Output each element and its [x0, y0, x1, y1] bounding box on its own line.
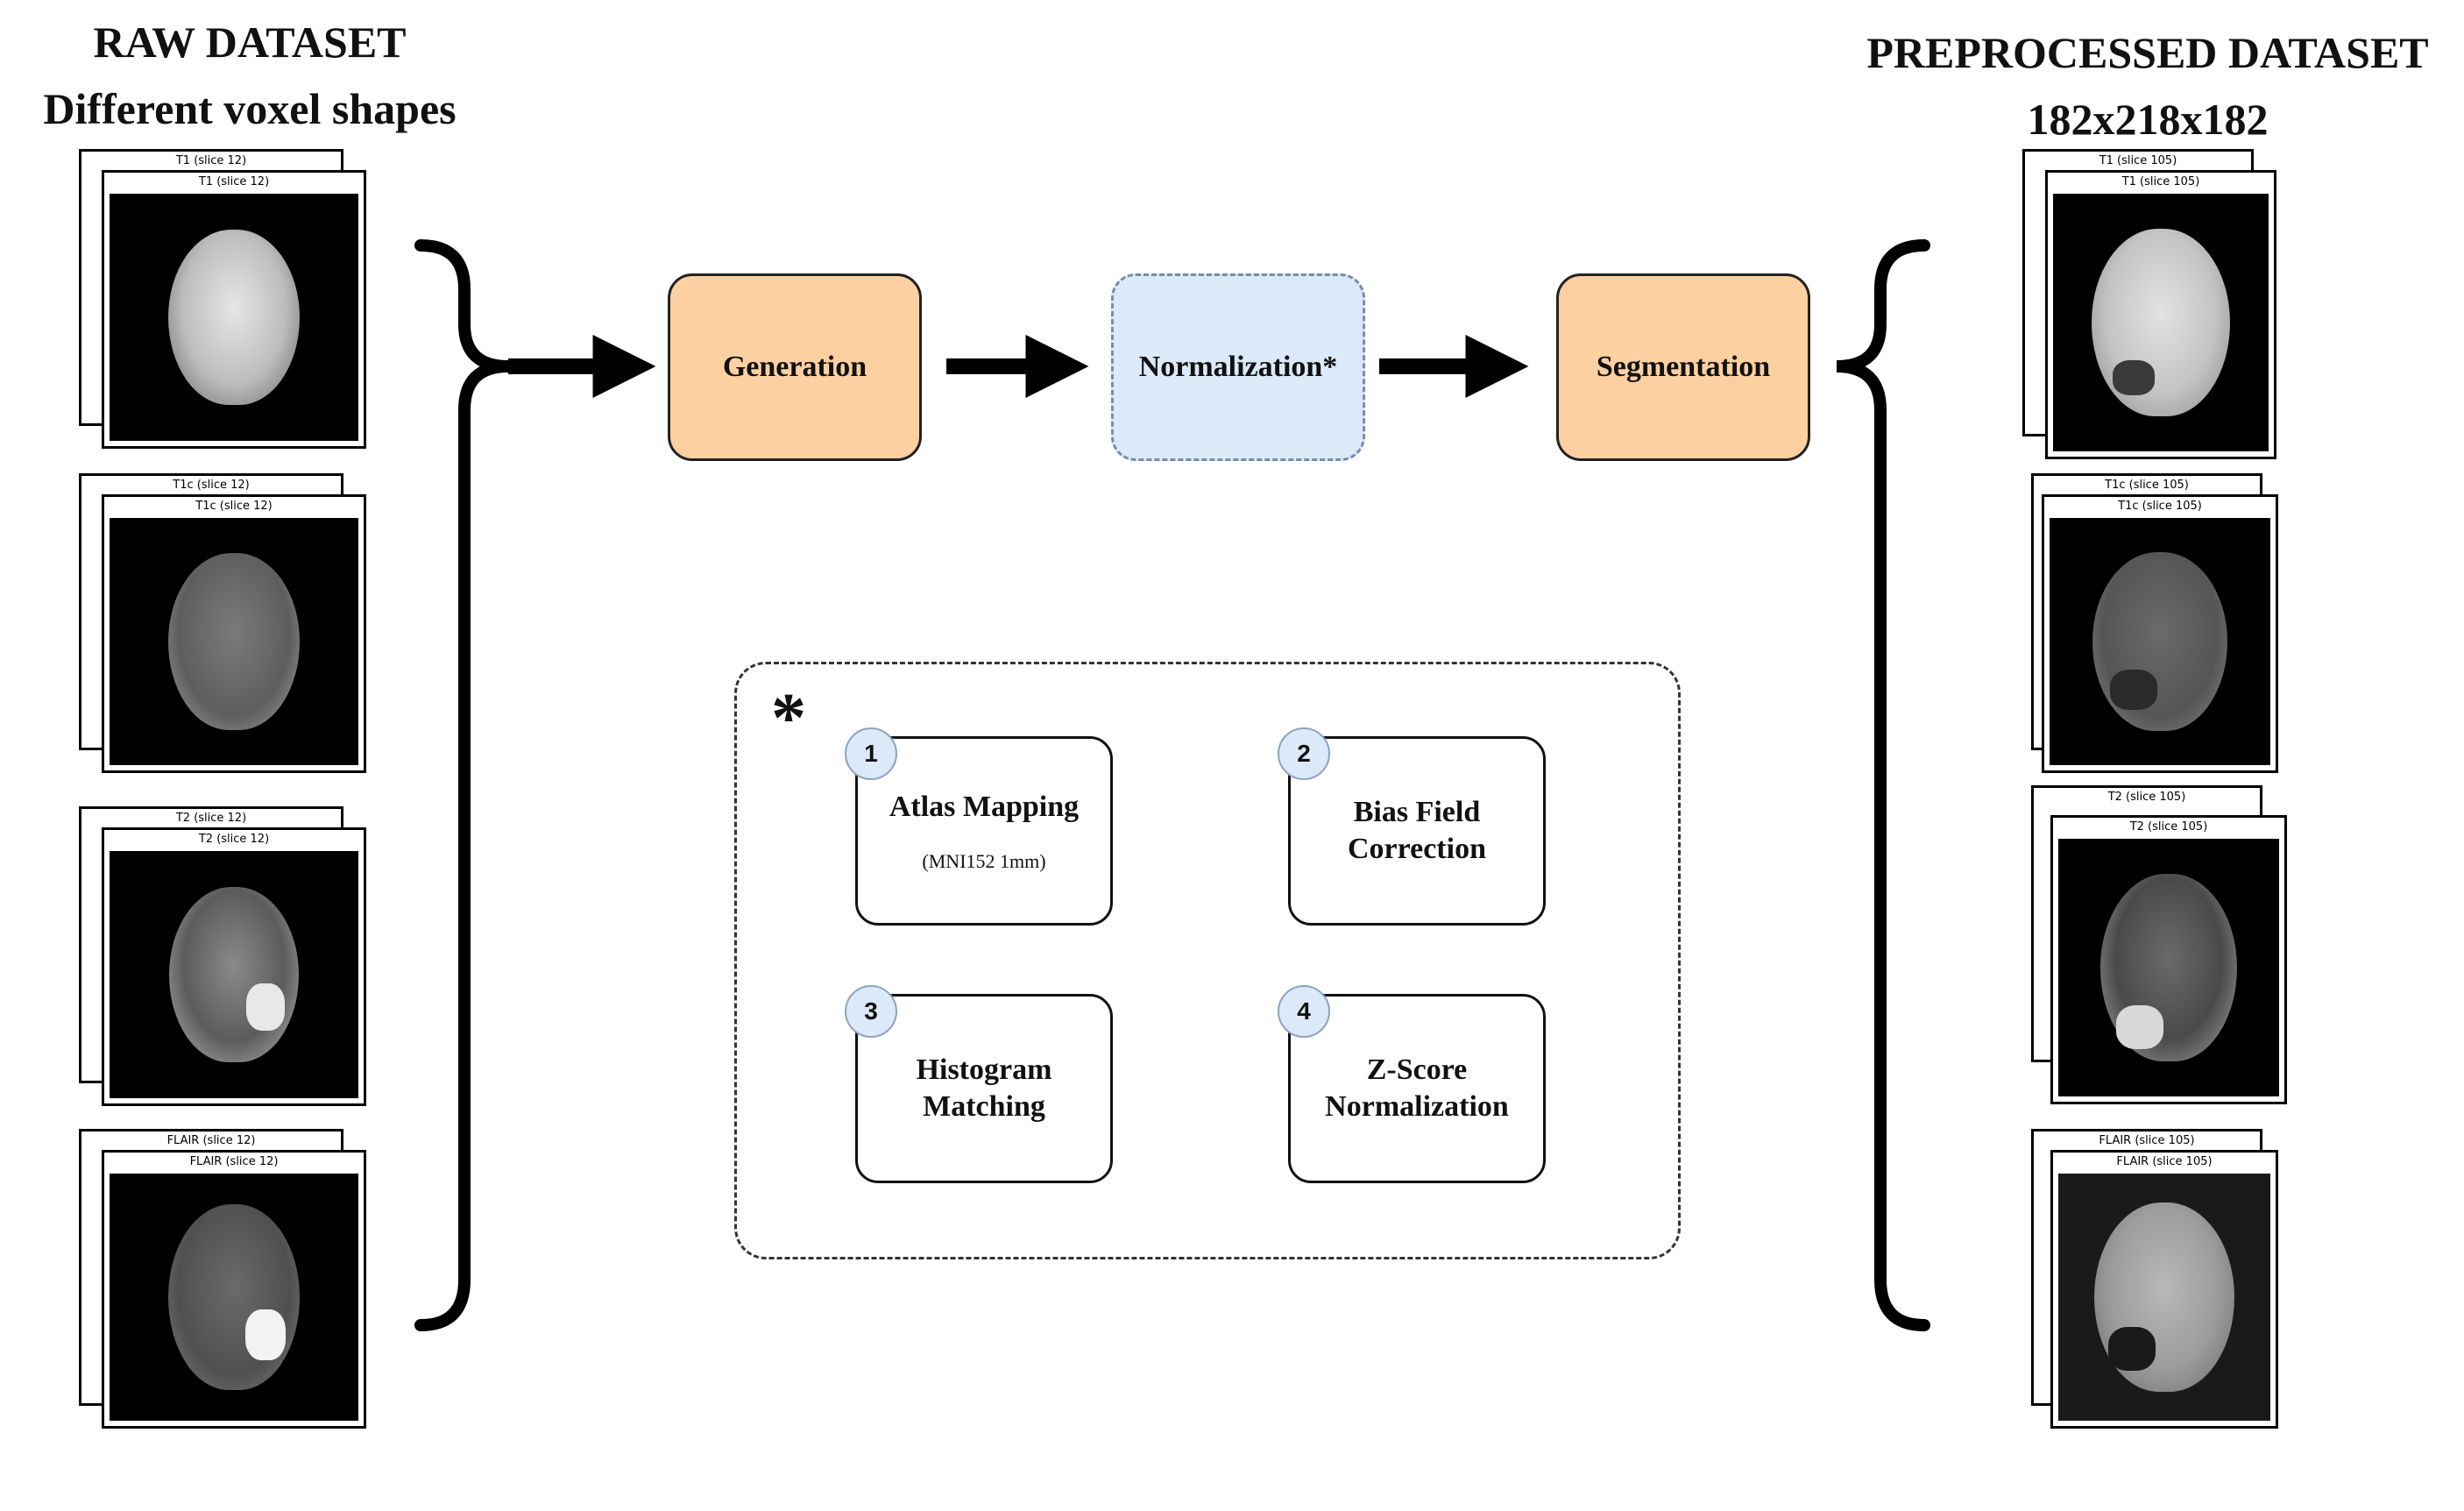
- step-atlas-mapping: Atlas Mapping (MNI152 1mm): [855, 736, 1113, 926]
- raw-scan-front-t1c: T1c (slice 12): [102, 494, 366, 773]
- scan-caption: FLAIR (slice 105): [2116, 1155, 2213, 1168]
- mri-image: [2058, 1174, 2270, 1421]
- step-number-badge: 1: [845, 727, 897, 780]
- step-number-badge: 2: [1278, 727, 1330, 780]
- mri-image: [2053, 194, 2269, 451]
- mri-image: [110, 194, 358, 441]
- raw-dataset-title: RAW DATASET: [93, 18, 407, 67]
- scan-caption: T2 (slice 105): [2107, 791, 2186, 804]
- segmentation-box: Segmentation: [1556, 273, 1810, 461]
- step-title: Histogram Matching: [916, 1053, 1052, 1123]
- raw-scan-front-t2: T2 (slice 12): [102, 827, 366, 1106]
- scan-caption: T1 (slice 105): [2121, 175, 2200, 188]
- scan-caption: FLAIR (slice 105): [2099, 1134, 2195, 1147]
- normalization-box: Normalization*: [1111, 273, 1365, 461]
- step-z-score-normalization: Z-Score Normalization: [1288, 994, 1546, 1183]
- scan-caption: T2 (slice 12): [175, 812, 247, 825]
- preprocessed-dataset-heading: PREPROCESSED DATASET 182x218x182: [1831, 19, 2464, 153]
- step-number-badge: 4: [1278, 985, 1330, 1038]
- preprocessed-scan-front-t1: T1 (slice 105): [2045, 170, 2276, 459]
- mri-image: [110, 518, 358, 765]
- left-brace: [414, 239, 509, 1331]
- mri-image: [110, 1174, 358, 1421]
- mri-image: [2050, 518, 2270, 765]
- scan-caption: T1c (slice 105): [2118, 500, 2202, 513]
- mri-image: [110, 851, 358, 1098]
- scan-caption: T1 (slice 105): [2099, 154, 2177, 167]
- step-title: Z-Score Normalization: [1325, 1053, 1509, 1123]
- preprocessed-scan-front-t2: T2 (slice 105): [2050, 815, 2287, 1104]
- preprocessed-dataset-subtitle: 182x218x182: [2027, 95, 2269, 144]
- scan-caption: FLAIR (slice 12): [189, 1155, 279, 1168]
- asterisk-marker: *: [771, 680, 806, 757]
- step-bias-field-correction: Bias Field Correction: [1288, 736, 1546, 926]
- raw-scan-front-t1: T1 (slice 12): [102, 170, 366, 449]
- right-brace: [1836, 239, 1930, 1331]
- step-number-badge: 3: [845, 985, 897, 1038]
- step-title: Atlas Mapping: [889, 791, 1080, 823]
- scan-caption: T1c (slice 12): [195, 500, 273, 513]
- step-subtitle: (MNI152 1mm): [922, 850, 1046, 872]
- step-histogram-matching: Histogram Matching: [855, 994, 1113, 1183]
- preprocessed-scan-front-flair: FLAIR (slice 105): [2050, 1150, 2278, 1429]
- scan-caption: T2 (slice 105): [2129, 820, 2208, 834]
- scan-caption: T1 (slice 12): [198, 175, 270, 188]
- mri-image: [2058, 839, 2279, 1096]
- preprocessed-dataset-title: PREPROCESSED DATASET: [1866, 28, 2429, 77]
- scan-caption: T1c (slice 12): [173, 479, 250, 492]
- generation-box: Generation: [668, 273, 922, 461]
- preprocessed-scan-front-t1c: T1c (slice 105): [2042, 494, 2278, 773]
- raw-scan-front-flair: FLAIR (slice 12): [102, 1150, 366, 1429]
- normalization-steps-panel: [734, 662, 1681, 1259]
- scan-caption: T2 (slice 12): [198, 833, 270, 846]
- scan-caption: FLAIR (slice 12): [166, 1134, 256, 1147]
- scan-caption: T1 (slice 12): [175, 154, 247, 167]
- raw-dataset-subtitle: Different voxel shapes: [43, 84, 457, 133]
- scan-caption: T1c (slice 105): [2105, 479, 2189, 492]
- step-title: Bias Field Correction: [1348, 796, 1486, 865]
- raw-dataset-heading: RAW DATASET Different voxel shapes: [0, 9, 499, 142]
